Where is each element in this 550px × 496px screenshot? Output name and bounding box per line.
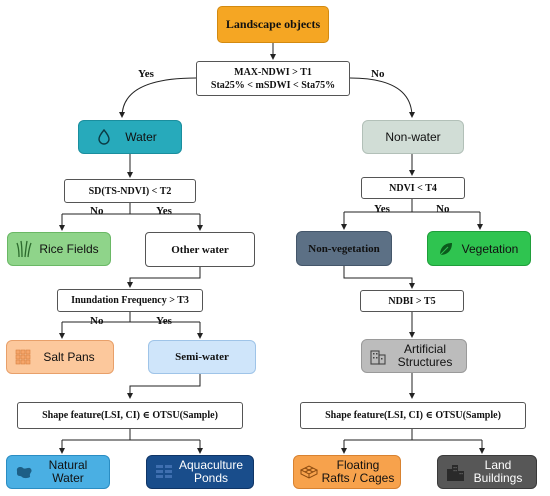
city-icon — [447, 465, 464, 481]
class-rice-fields-label: Rice Fields — [39, 242, 99, 256]
class-artificial-line2: Structures — [397, 355, 453, 369]
class-vegetation-label: Vegetation — [461, 241, 519, 256]
arrow-semi-to-c4 — [127, 372, 201, 399]
branch-c5 — [344, 199, 480, 213]
class-floating-line1: Floating — [336, 458, 380, 472]
edge-label-yes: Yes — [138, 68, 154, 80]
building-icon — [370, 350, 386, 365]
arrow-other-to-c3 — [127, 267, 201, 288]
class-salt-pans-label: Salt Pans — [43, 350, 95, 364]
edge-label-no-3: No — [90, 315, 104, 327]
class-floating-line2: Rafts / Cages — [321, 471, 395, 485]
arrow-nonveg-to-c6 — [343, 266, 415, 289]
class-floating-rafts: Floating Rafts / Cages — [293, 455, 401, 489]
class-non-vegetation: Non-vegetation — [296, 231, 392, 266]
class-aquaculture-text: Aquaculture Ponds — [179, 459, 243, 485]
class-land-buildings: Land Buildings — [437, 455, 537, 489]
criterion-sd-tsndvi: SD(TS-NDVI) < T2 — [64, 179, 196, 203]
criterion-ndvi: NDVI < T4 — [361, 177, 465, 199]
class-salt-pans: Salt Pans — [6, 340, 114, 374]
criterion-inundation: Inundation Frequency > T3 — [57, 289, 203, 312]
edge-label-no-2: No — [90, 205, 104, 217]
pond-grid-icon — [156, 465, 172, 478]
class-vegetation: Vegetation — [427, 231, 531, 266]
class-aqua-line1: Aquaculture — [178, 458, 244, 472]
class-water: Water — [78, 120, 182, 154]
class-semi-water: Semi-water — [148, 340, 256, 374]
edge-label-no-4: No — [436, 203, 450, 215]
branch-c2 — [61, 203, 201, 228]
class-natural-line1: Natural — [48, 458, 88, 472]
class-natural-water: Natural Water — [6, 455, 110, 489]
criterion-shape-left: Shape feature(LSI, CI) ∈ OTSU(Sample) — [17, 402, 243, 429]
class-artificial-structures: Artificial Structures — [361, 339, 467, 373]
class-aquaculture-ponds: Aquaculture Ponds — [146, 455, 254, 489]
class-other-water-label: Other water — [171, 243, 229, 256]
criterion-ndvi-text: NDVI < T4 — [389, 182, 437, 194]
branch-c3 — [62, 312, 200, 323]
arrow-no-nonwater — [349, 77, 415, 118]
criterion-ndbi-text: NDBI > T5 — [388, 295, 436, 307]
criterion-ndbi: NDBI > T5 — [360, 290, 464, 312]
class-artificial-line1: Artificial — [403, 342, 446, 356]
edge-label-yes-3: Yes — [156, 315, 172, 327]
grid-icon — [15, 349, 31, 365]
class-water-label: Water — [125, 130, 157, 144]
class-semi-water-label: Semi-water — [175, 351, 229, 363]
water-drop-icon — [98, 129, 110, 145]
branch-c4 — [62, 429, 200, 441]
criterion-inundation-text: Inundation Frequency > T3 — [71, 295, 189, 306]
branch-c7 — [344, 429, 482, 441]
rice-plant-icon — [16, 240, 32, 258]
leaf-icon — [439, 242, 452, 255]
edge-label-yes-2: Yes — [156, 205, 172, 217]
class-natural-line2: Water — [52, 471, 84, 485]
criterion-ndwi: MAX-NDWI > T1 Sta25% < mSDWI < Sta75% — [196, 61, 350, 96]
root-label: Landscape objects — [225, 17, 321, 31]
class-aqua-line2: Ponds — [193, 471, 228, 485]
class-land-line1: Land — [484, 458, 512, 472]
criterion-ndwi-line2: Sta25% < mSDWI < Sta75% — [210, 79, 336, 91]
raft-icon — [300, 465, 318, 479]
class-other-water: Other water — [145, 232, 255, 267]
class-natural-water-text: Natural Water — [49, 459, 88, 485]
class-floating-text: Floating Rafts / Cages — [322, 459, 395, 485]
class-nonwater-label: Non-water — [385, 130, 441, 144]
puddle-icon — [16, 467, 32, 479]
edge-label-no: No — [371, 68, 385, 80]
criterion-shape-left-text: Shape feature(LSI, CI) ∈ OTSU(Sample) — [42, 410, 218, 421]
class-land-buildings-text: Land Buildings — [474, 459, 523, 485]
class-rice-fields: Rice Fields — [7, 232, 111, 266]
class-nonwater: Non-water — [362, 120, 464, 154]
class-artificial-structures-text: Artificial Structures — [398, 343, 453, 369]
criterion-ndwi-line1: MAX-NDWI > T1 — [234, 66, 312, 78]
edge-label-yes-4: Yes — [374, 203, 390, 215]
root-node: Landscape objects — [217, 6, 329, 43]
criterion-shape-right-text: Shape feature(LSI, CI) ∈ OTSU(Sample) — [325, 410, 501, 421]
class-non-vegetation-label: Non-vegetation — [308, 242, 380, 255]
criterion-shape-right: Shape feature(LSI, CI) ∈ OTSU(Sample) — [300, 402, 526, 429]
class-land-line2: Buildings — [473, 471, 523, 485]
criterion-sd-tsndvi-text: SD(TS-NDVI) < T2 — [88, 185, 172, 197]
arrow-yes-water — [119, 77, 197, 118]
